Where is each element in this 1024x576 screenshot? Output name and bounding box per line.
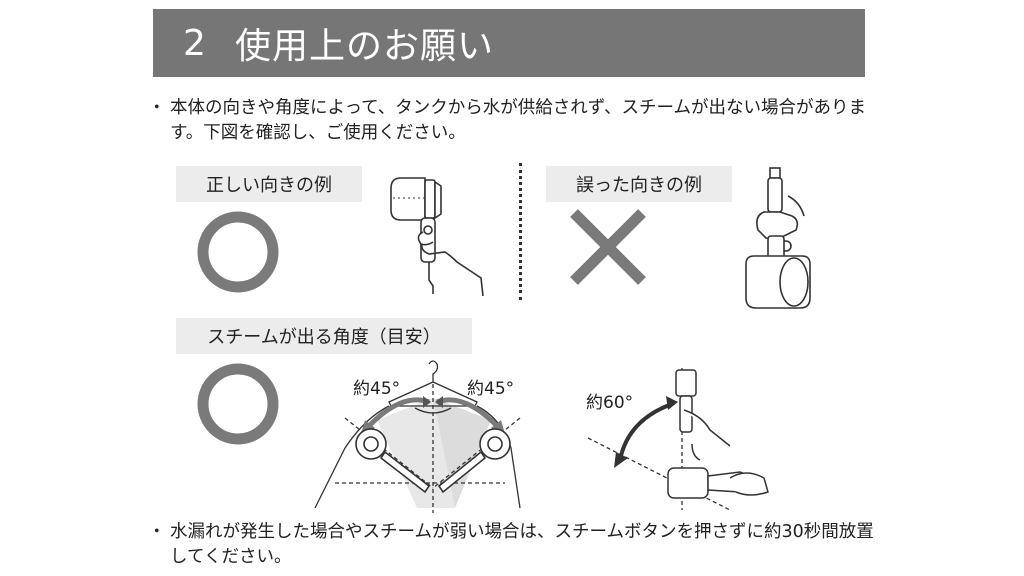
section-number: 2 (183, 22, 206, 64)
steam-angle-60-illustration: 約60° (586, 368, 769, 511)
angle-vertical-label: 約60° (586, 393, 633, 413)
note-water-leak: ・ 水漏れが発生した場合やスチームが弱い場合は、スチームボタンを押さずに約30秒… (148, 520, 890, 570)
bullet-marker: ・ (148, 98, 166, 118)
section-title: 使用上のお願い (235, 26, 495, 67)
angle-left-label: 約45° (353, 379, 400, 399)
correct-circle-icon (197, 211, 279, 293)
label-steam-angle: スチームが出る角度（目安） (176, 318, 472, 354)
wrong-cross-icon (570, 209, 646, 285)
correct-circle-icon-angle (197, 363, 279, 445)
label-wrong-orientation: 誤った向きの例 (546, 166, 732, 202)
bullet-marker: ・ (148, 522, 166, 542)
steamer-correct-illustration (390, 177, 484, 297)
note-water-leak-text: 水漏れが発生した場合やスチームが弱い場合は、スチームボタンを押さずに約30秒間放… (170, 522, 874, 567)
note-orientation: ・ 本体の向きや角度によって、タンクから水が供給されず、スチームが出ない場合があ… (148, 96, 890, 146)
section-header: 2 使用上のお願い (153, 9, 865, 77)
steamer-wrong-illustration (745, 167, 811, 309)
label-correct-orientation: 正しい向きの例 (176, 166, 362, 202)
note-orientation-text: 本体の向きや角度によって、タンクから水が供給されず、スチームが出ない場合がありま… (170, 98, 866, 143)
dotted-divider (519, 163, 522, 300)
angle-right-label: 約45° (467, 379, 514, 399)
steam-angle-45-illustration: 約45° 約45° (314, 360, 521, 513)
